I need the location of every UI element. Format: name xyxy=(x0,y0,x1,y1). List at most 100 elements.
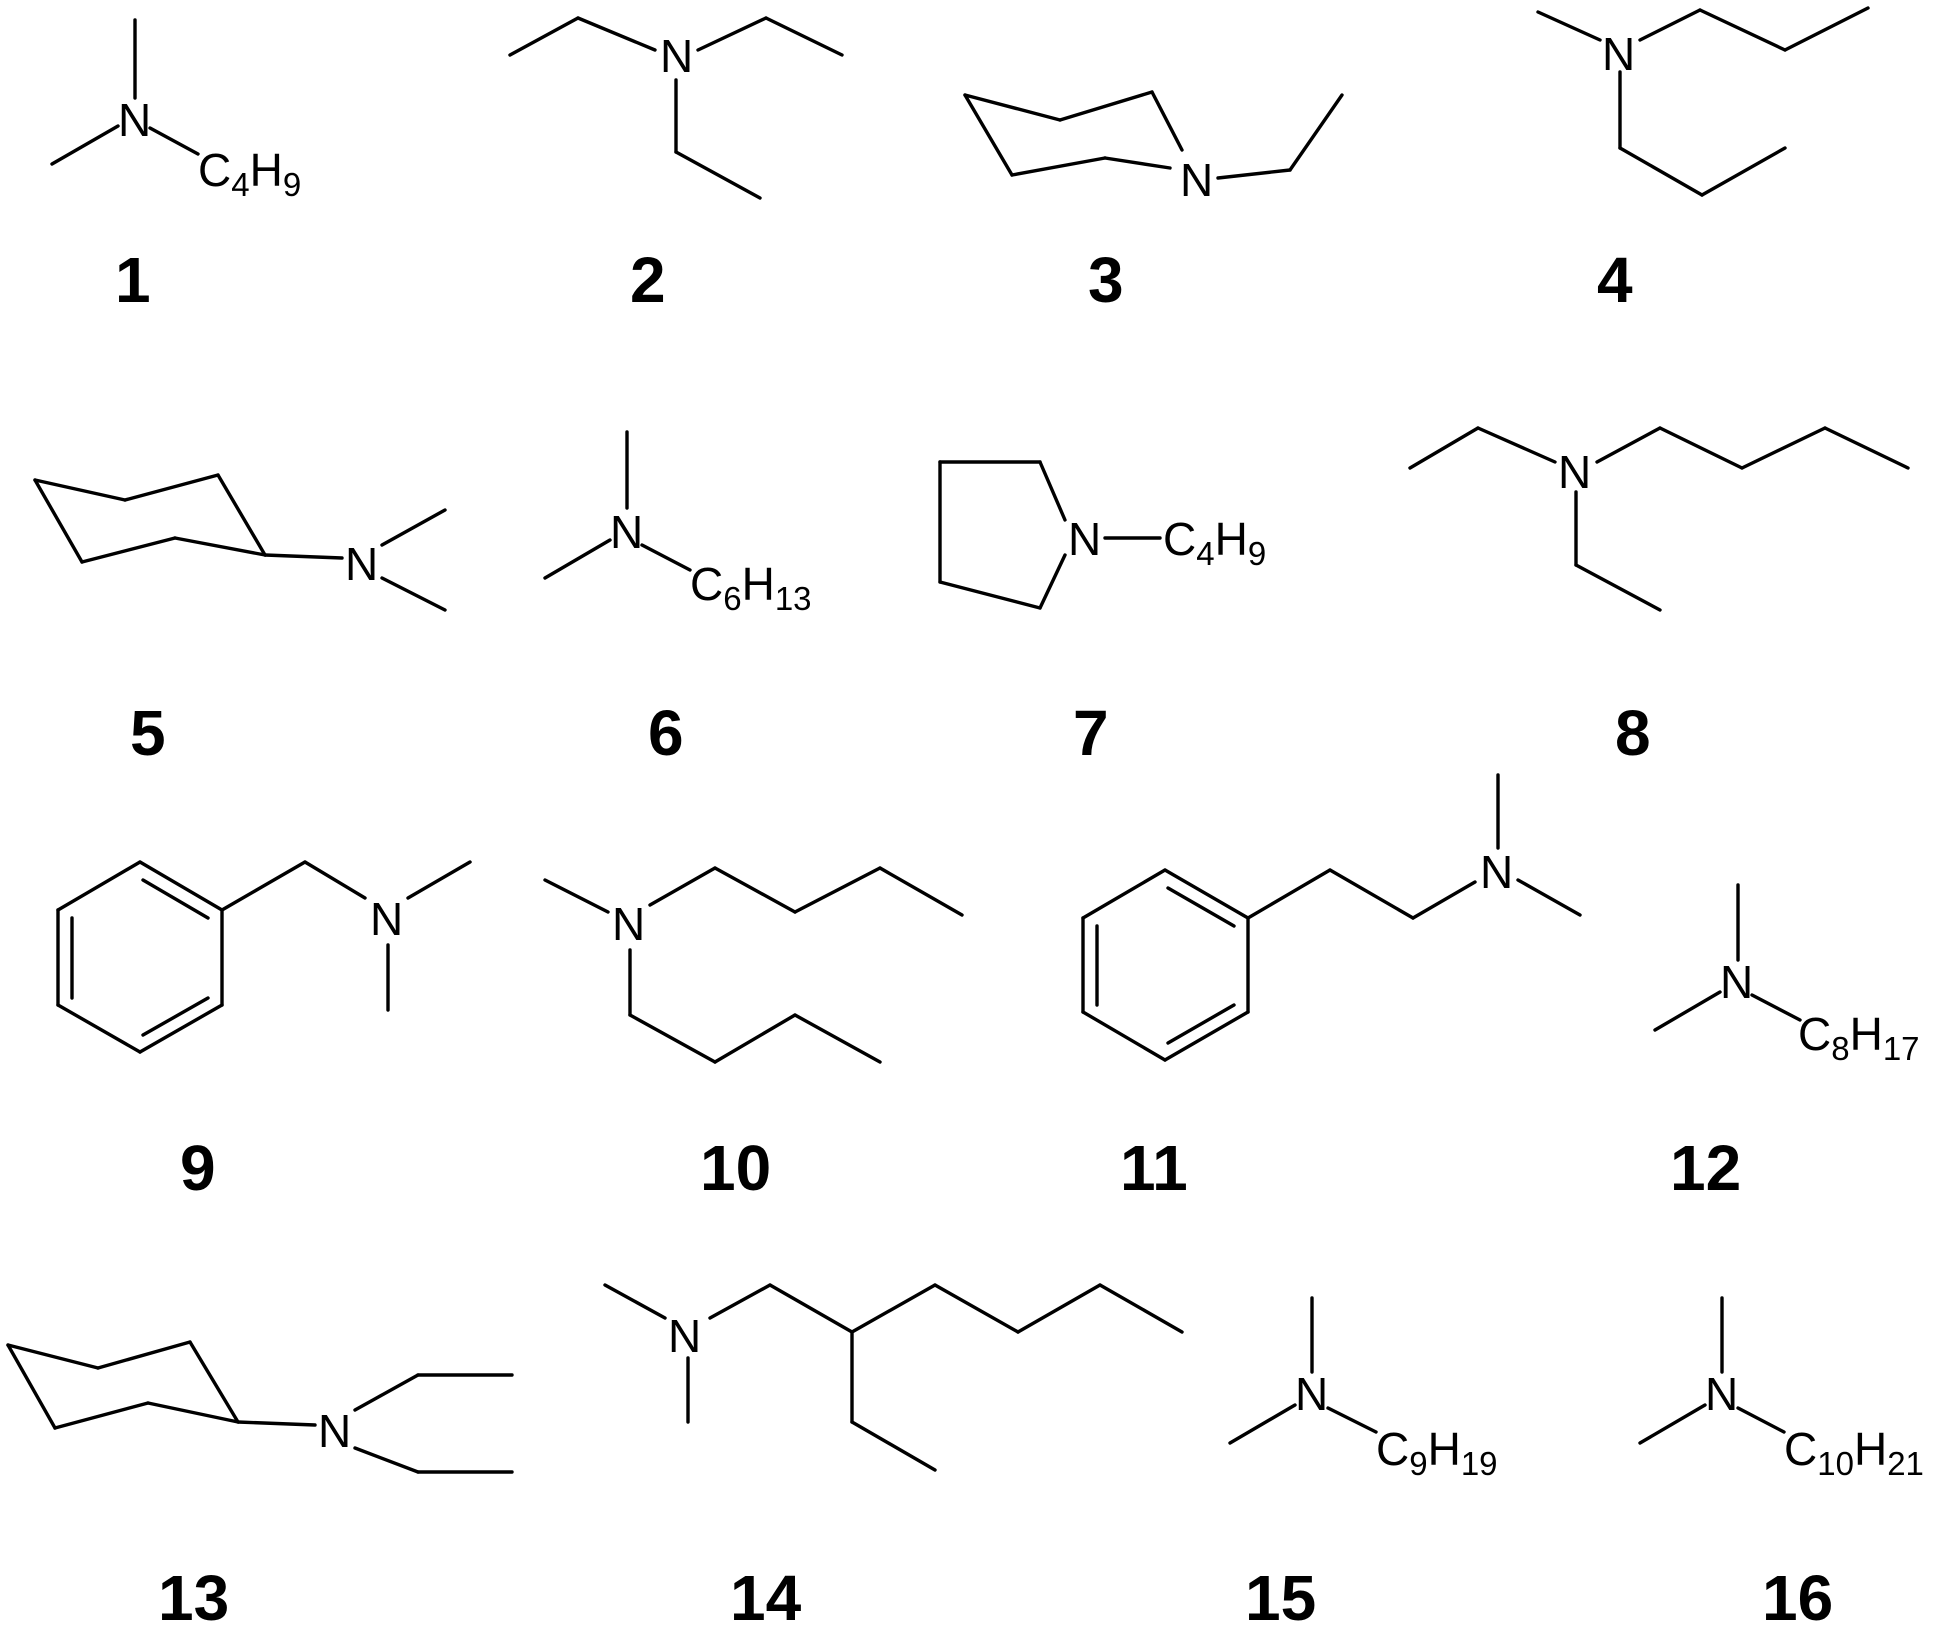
alkyl-group-label: C8H17 xyxy=(1798,1008,1920,1067)
bond xyxy=(216,473,267,557)
bond xyxy=(1166,1003,1236,1045)
bond xyxy=(648,866,717,907)
nitrogen-atom: N xyxy=(660,30,693,82)
compound-number: 9 xyxy=(180,1132,216,1204)
compound-number: 11 xyxy=(1120,1132,1188,1204)
bond xyxy=(1288,93,1344,172)
alkyl-group-label: C9H19 xyxy=(1376,1423,1498,1482)
nitrogen-atom: N xyxy=(1720,956,1753,1008)
bond xyxy=(380,576,447,612)
bond xyxy=(56,1003,142,1054)
bond xyxy=(1010,156,1107,177)
bond xyxy=(50,124,120,166)
bond xyxy=(1476,426,1557,464)
bond xyxy=(380,508,447,547)
bond xyxy=(220,860,307,912)
nitrogen-atom: N xyxy=(668,1310,701,1362)
bond xyxy=(1698,8,1787,52)
bond xyxy=(263,553,344,560)
alkyl-group-label: C6H13 xyxy=(690,558,812,617)
bond xyxy=(353,1373,420,1412)
bond xyxy=(1163,1010,1250,1062)
bond xyxy=(1166,886,1236,928)
bond xyxy=(963,93,1062,122)
nitrogen-atom: N xyxy=(1558,446,1591,498)
bond xyxy=(793,1013,882,1064)
bond xyxy=(1216,168,1292,180)
nitrogen-atom: N xyxy=(318,1405,351,1457)
compound-8: N 8 xyxy=(1408,426,1910,769)
compound-4: N 4 xyxy=(1536,6,1870,316)
compound-9: N 9 xyxy=(56,860,472,1204)
compound-6: N C6H13 6 xyxy=(543,430,812,769)
nitrogen-atom: N xyxy=(1705,1368,1738,1420)
bond xyxy=(1103,156,1172,170)
compound-3: N 3 xyxy=(963,90,1344,316)
bond xyxy=(1411,880,1477,920)
bond xyxy=(696,16,768,52)
bond xyxy=(543,878,610,914)
alkyl-group-label: C4H9 xyxy=(198,144,301,203)
bond xyxy=(53,1401,150,1430)
bond xyxy=(33,478,84,564)
nitrogen-atom: N xyxy=(610,506,643,558)
compound-16: N C10H21 16 xyxy=(1638,1296,1924,1634)
bond xyxy=(33,478,127,502)
bond xyxy=(96,1340,192,1370)
bond xyxy=(1038,553,1067,610)
nitrogen-atom: N xyxy=(1602,28,1635,80)
bond xyxy=(1038,460,1067,522)
bond xyxy=(1740,426,1827,470)
compound-number: 1 xyxy=(115,244,151,316)
bond xyxy=(850,1420,937,1472)
bond xyxy=(138,860,224,912)
bond xyxy=(1516,878,1582,917)
bond xyxy=(141,878,210,920)
compound-number: 6 xyxy=(648,697,684,769)
bond xyxy=(6,1343,100,1370)
bond xyxy=(674,150,762,200)
bond xyxy=(56,860,142,912)
bond xyxy=(141,996,210,1037)
bond xyxy=(1081,1010,1167,1062)
bond xyxy=(1081,868,1167,920)
bond xyxy=(1328,868,1415,920)
bond xyxy=(878,866,964,917)
bond xyxy=(1595,426,1662,464)
compound-number: 2 xyxy=(630,244,666,316)
bond xyxy=(1163,868,1250,920)
bond xyxy=(1750,993,1802,1022)
bond xyxy=(173,536,267,557)
bond xyxy=(1016,1283,1102,1334)
nitrogen-atom: N xyxy=(118,94,151,146)
compound-number: 16 xyxy=(1762,1562,1833,1634)
bond xyxy=(1700,146,1787,197)
compound-number: 14 xyxy=(730,1562,802,1634)
compound-number: 7 xyxy=(1073,697,1109,769)
bond xyxy=(148,126,200,156)
nitrogen-atom: N xyxy=(1068,513,1101,565)
bond xyxy=(938,580,1042,610)
bond xyxy=(1150,90,1184,152)
bond xyxy=(1783,6,1870,52)
bond xyxy=(1736,1406,1786,1434)
bond xyxy=(138,1003,224,1054)
bond xyxy=(1228,1403,1297,1445)
bond xyxy=(1058,90,1154,122)
bond xyxy=(628,1013,717,1064)
bond xyxy=(6,1343,57,1430)
bond xyxy=(303,860,367,900)
compound-number: 8 xyxy=(1615,697,1651,769)
bond xyxy=(793,866,882,914)
bond xyxy=(768,1283,854,1334)
nitrogen-atom: N xyxy=(345,538,378,590)
bond xyxy=(1823,426,1910,470)
bond xyxy=(406,860,472,900)
bond xyxy=(1638,8,1702,42)
bond xyxy=(713,866,797,914)
compound-number: 10 xyxy=(700,1132,771,1204)
compound-1: N C4H9 1 xyxy=(50,18,301,316)
bond xyxy=(1658,426,1744,470)
bond xyxy=(543,538,612,580)
bond xyxy=(1618,146,1704,197)
